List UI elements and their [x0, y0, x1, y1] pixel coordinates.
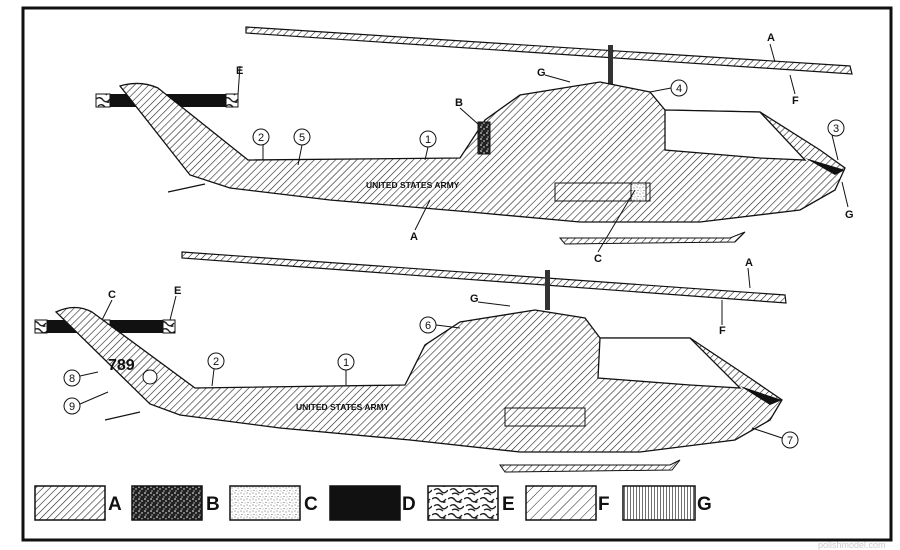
watermark: polishmodel.com: [818, 540, 886, 550]
callout-number: 3: [833, 123, 839, 135]
callout-circle: [781, 431, 799, 449]
callout-letter: G: [537, 67, 546, 79]
bottom-callouts: C E G 6 1 2 8 9 A F 7: [63, 257, 799, 449]
top-helicopter: UNITED STATES ARMY: [95, 26, 853, 245]
top-stub-wing: [554, 182, 651, 202]
callout-letter: B: [455, 97, 463, 109]
callout-letter: E: [174, 285, 181, 297]
bottom-fuselage-text: UNITED STATES ARMY: [296, 402, 390, 412]
callout-circle: [63, 397, 81, 415]
callout-letter: F: [719, 325, 726, 337]
bottom-stub-wing: [504, 407, 586, 427]
top-nose-black: [805, 158, 845, 175]
callout-number: 2: [258, 132, 264, 144]
callout-number: 8: [69, 373, 75, 385]
callout-letter: A: [767, 32, 775, 44]
tail-insignia: [142, 369, 158, 385]
callout-letter: A: [410, 231, 418, 243]
callout-number: 9: [69, 401, 75, 413]
callout-number: 5: [299, 132, 305, 144]
top-main-rotor: [245, 26, 853, 75]
leader-lines: [237, 43, 849, 253]
callout-number: 7: [787, 435, 793, 447]
top-tail-skid: [167, 183, 206, 193]
bottom-skid: [499, 459, 681, 473]
callout-circle: [827, 119, 845, 137]
legend-swatch-d: [329, 485, 401, 521]
top-canopy: [664, 109, 807, 161]
callout-number: 1: [425, 134, 431, 146]
top-rotor-mast: [608, 45, 613, 85]
leader-lines: [79, 267, 783, 439]
legend-swatch-c: [229, 485, 301, 521]
legend-swatch-a: [34, 485, 106, 521]
legend-label-c: C: [304, 494, 318, 515]
callout-circle: [252, 128, 270, 146]
legend-label-a: A: [108, 494, 122, 515]
legend-label-f: F: [598, 494, 610, 515]
legend-swatch-f: [525, 485, 597, 521]
bottom-tail-rotor-tip: [162, 319, 176, 334]
top-exhaust: [477, 121, 491, 155]
pattern-legend: A B C D E F G: [34, 485, 712, 521]
legend-label-b: B: [206, 494, 220, 515]
top-tail-rotor-tip: [225, 93, 239, 108]
bottom-helicopter: UNITED STATES ARMY 789: [34, 251, 787, 473]
callout-letter: C: [594, 253, 602, 265]
callout-circle: [207, 352, 225, 370]
legend-label-e: E: [502, 494, 515, 515]
diagram-frame: [21, 6, 893, 542]
callout-number: 6: [425, 320, 431, 332]
callout-letter: G: [845, 209, 854, 221]
callout-number: 2: [213, 356, 219, 368]
callout-number: 4: [676, 83, 682, 95]
top-skid: [558, 231, 746, 245]
bottom-tail-skid: [104, 411, 141, 421]
tail-number: 789: [108, 357, 135, 374]
legend-swatch-g: [622, 485, 696, 521]
callout-number: 1: [343, 357, 349, 369]
bottom-nose-black: [740, 386, 782, 405]
callout-letter: A: [745, 257, 753, 269]
bottom-canopy: [597, 337, 742, 389]
legend-label-g: G: [697, 494, 712, 515]
bottom-tail-rotor-tip: [34, 319, 48, 334]
legend-swatch-e: [427, 485, 499, 521]
top-fuselage-text: UNITED STATES ARMY: [366, 180, 460, 190]
callout-letter: G: [470, 293, 479, 305]
callout-circle: [63, 369, 81, 387]
bottom-main-rotor: [181, 251, 787, 304]
top-pod: [630, 182, 647, 202]
bottom-rotor-mast: [545, 270, 550, 310]
legend-swatch-b: [131, 485, 203, 521]
top-tail-rotor-tip: [95, 93, 111, 108]
legend-label-d: D: [402, 494, 416, 515]
top-callouts: E A F G 4 B 1 2 5 3 G A C: [236, 32, 854, 265]
callout-letter: C: [108, 289, 116, 301]
callout-letter: F: [792, 95, 799, 107]
